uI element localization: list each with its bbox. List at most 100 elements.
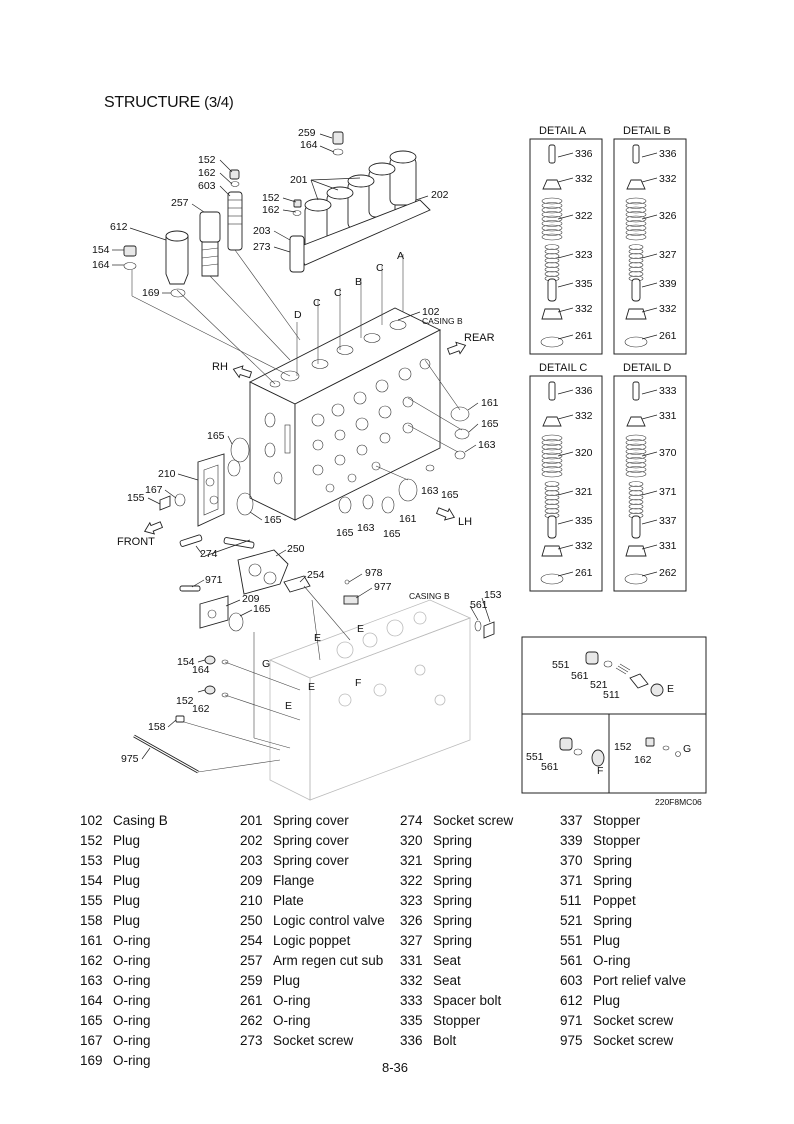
detail-title: DETAIL B bbox=[623, 125, 671, 137]
legend-part-name: O-ring bbox=[113, 993, 151, 1008]
callout-164: 164 bbox=[192, 664, 210, 676]
legend-part-number: 521 bbox=[560, 913, 583, 928]
legend-part-number: 332 bbox=[400, 973, 423, 988]
legend-part-number: 603 bbox=[560, 973, 583, 988]
legend-part-name: Plug bbox=[593, 933, 621, 948]
detail-label-262: 262 bbox=[659, 567, 677, 579]
callout-163: 163 bbox=[421, 485, 439, 497]
legend-part-number: 337 bbox=[560, 813, 583, 828]
callout-162: 162 bbox=[198, 167, 216, 179]
detail-label-336: 336 bbox=[659, 148, 677, 160]
direction-arrows bbox=[143, 341, 467, 535]
detail-label-336: 336 bbox=[575, 385, 593, 397]
callout-165: 165 bbox=[481, 418, 499, 430]
legend-part-name: O-ring bbox=[113, 973, 151, 988]
callout-C: C bbox=[313, 297, 321, 309]
legend-row: 155 Plug bbox=[80, 891, 168, 911]
detail-label-261: 261 bbox=[659, 330, 677, 342]
legend-part-name: Stopper bbox=[593, 833, 641, 848]
detail-label-332: 332 bbox=[575, 540, 593, 552]
legend-part-name: Plug bbox=[113, 853, 141, 868]
callout-E: E bbox=[308, 681, 315, 693]
callout-E: E bbox=[285, 700, 292, 712]
legend-part-name: Plate bbox=[273, 893, 304, 908]
detail-label-323: 323 bbox=[575, 249, 593, 261]
leader-lines bbox=[112, 133, 491, 760]
legend-part-number: 202 bbox=[240, 833, 263, 848]
detail-label-370: 370 bbox=[659, 447, 677, 459]
callout-202: 202 bbox=[431, 189, 449, 201]
legend-part-number: 153 bbox=[80, 853, 103, 868]
inset-label-top-511: 511 bbox=[603, 689, 620, 701]
legend-part-number: 102 bbox=[80, 813, 103, 828]
callout-250: 250 bbox=[287, 543, 305, 555]
callout-161: 161 bbox=[481, 397, 499, 409]
legend-part-number: 155 bbox=[80, 893, 103, 908]
legend-part-number: 162 bbox=[80, 953, 103, 968]
legend-part-number: 327 bbox=[400, 933, 423, 948]
detail-label-331: 331 bbox=[659, 410, 677, 422]
legend-part-number: 971 bbox=[560, 1013, 583, 1028]
inset-label-top-E: E bbox=[667, 683, 674, 695]
page-title: STRUCTURE (3/4) bbox=[104, 94, 234, 112]
callout-164: 164 bbox=[92, 259, 110, 271]
callout-169: 169 bbox=[142, 287, 160, 299]
legend-part-number: 209 bbox=[240, 873, 263, 888]
legend-part-number: 164 bbox=[80, 993, 103, 1008]
projection-lines bbox=[131, 249, 463, 773]
legend-part-name: Arm regen cut sub bbox=[273, 953, 384, 968]
legend-part-number: 152 bbox=[80, 833, 103, 848]
legend-part-number: 158 bbox=[80, 913, 103, 928]
legend-part-name: Plug bbox=[113, 893, 141, 908]
legend-row: 153 Plug bbox=[80, 851, 168, 871]
callout-162: 162 bbox=[192, 703, 210, 715]
legend-part-name: Seat bbox=[433, 973, 461, 988]
callout-975: 975 bbox=[121, 753, 139, 765]
callout-971: 971 bbox=[205, 574, 223, 586]
detail-label-321: 321 bbox=[575, 486, 593, 498]
inset-label-br-152: 152 bbox=[614, 741, 632, 753]
detail-label-332: 332 bbox=[575, 410, 593, 422]
detail-label-332: 332 bbox=[659, 173, 677, 185]
callout-155: 155 bbox=[127, 492, 145, 504]
legend-part-name: Spring bbox=[593, 853, 633, 868]
spring-covers bbox=[289, 131, 431, 273]
callout-165: 165 bbox=[383, 528, 401, 540]
legend-part-number: 154 bbox=[80, 873, 103, 888]
legend-part-name: Stopper bbox=[433, 1013, 481, 1028]
legend-part-name: Spring bbox=[433, 893, 473, 908]
legend-part-number: 169 bbox=[80, 1053, 103, 1068]
legend-part-number: 210 bbox=[240, 893, 263, 908]
callout-154: 154 bbox=[177, 656, 195, 668]
legend-part-number: 322 bbox=[400, 873, 423, 888]
callout-164: 164 bbox=[300, 139, 318, 151]
legend-part-name: Stopper bbox=[593, 813, 641, 828]
legend-part-name: Socket screw bbox=[433, 813, 514, 828]
detail-label-333: 333 bbox=[659, 385, 677, 397]
legend-part-name: Socket screw bbox=[593, 1033, 674, 1048]
inset-label-bl-F: F bbox=[597, 765, 603, 777]
callout-612: 612 bbox=[110, 221, 128, 233]
callout-561: 561 bbox=[470, 599, 488, 611]
detail-title: DETAIL C bbox=[539, 362, 587, 374]
